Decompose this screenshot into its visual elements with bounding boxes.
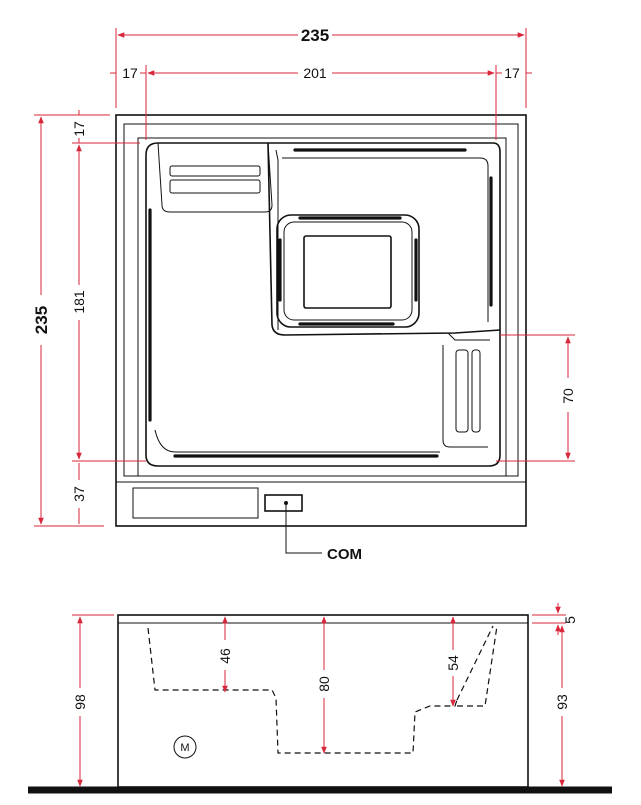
top-view: COM — [115, 114, 527, 563]
width-overall-dim: 235 — [301, 26, 329, 45]
com-port — [284, 501, 288, 505]
top-view-dimensions: 235 17 201 17 235 17 181 37 — [32, 26, 576, 527]
outer-shell — [115, 114, 527, 527]
panel-depth-dim: 37 — [71, 486, 87, 502]
console-edge — [275, 149, 279, 330]
seat-length-dim: 70 — [560, 388, 576, 404]
console-inner — [282, 157, 489, 322]
rim-left-dim: 17 — [122, 65, 138, 81]
lounge-profile-inner — [456, 625, 494, 701]
left-seat-back — [157, 142, 273, 213]
side-body — [117, 614, 529, 788]
com-label: COM — [327, 546, 362, 563]
com-box — [264, 494, 303, 512]
lounge-seat — [442, 345, 488, 448]
body-height-dim: 93 — [554, 694, 570, 710]
motor-icon — [173, 735, 197, 759]
basin-outline — [145, 142, 501, 467]
step-box-outer — [276, 214, 420, 328]
headrest-bar-1 — [169, 165, 261, 177]
lounge-bar-1 — [455, 349, 469, 433]
rim-right-dim: 17 — [504, 65, 520, 81]
lounge-head — [447, 332, 490, 341]
control-panel — [132, 487, 259, 519]
headrest-bar-2 — [169, 179, 261, 194]
center-console-outline — [267, 142, 501, 336]
inner-rim — [123, 123, 519, 477]
basin-floor-edge — [154, 429, 440, 453]
interior-profile — [147, 627, 458, 754]
depth-overall-dim: 235 — [32, 306, 51, 334]
seat-depth-dim: 46 — [217, 648, 233, 664]
com-leader — [285, 505, 322, 554]
total-height-dim: 98 — [72, 694, 88, 710]
step-box-inner — [283, 221, 413, 321]
rim-thickness-dim: 5 — [562, 616, 578, 624]
lounge-bar-2 — [471, 349, 481, 433]
lounge-depth-dim: 54 — [445, 655, 461, 671]
side-view: M — [28, 614, 612, 794]
water-depth-dim: 80 — [316, 676, 332, 692]
rim-edge — [137, 137, 507, 477]
motor-label: M — [180, 742, 189, 754]
filter-cover — [303, 235, 392, 309]
inner-depth-dim: 181 — [71, 290, 87, 314]
inner-width-dim: 201 — [303, 65, 327, 81]
lounge-profile-outer — [457, 625, 498, 707]
side-view-dimensions: 46 80 54 98 5 93 — [72, 603, 578, 787]
rim-top-dim: 17 — [71, 121, 87, 137]
